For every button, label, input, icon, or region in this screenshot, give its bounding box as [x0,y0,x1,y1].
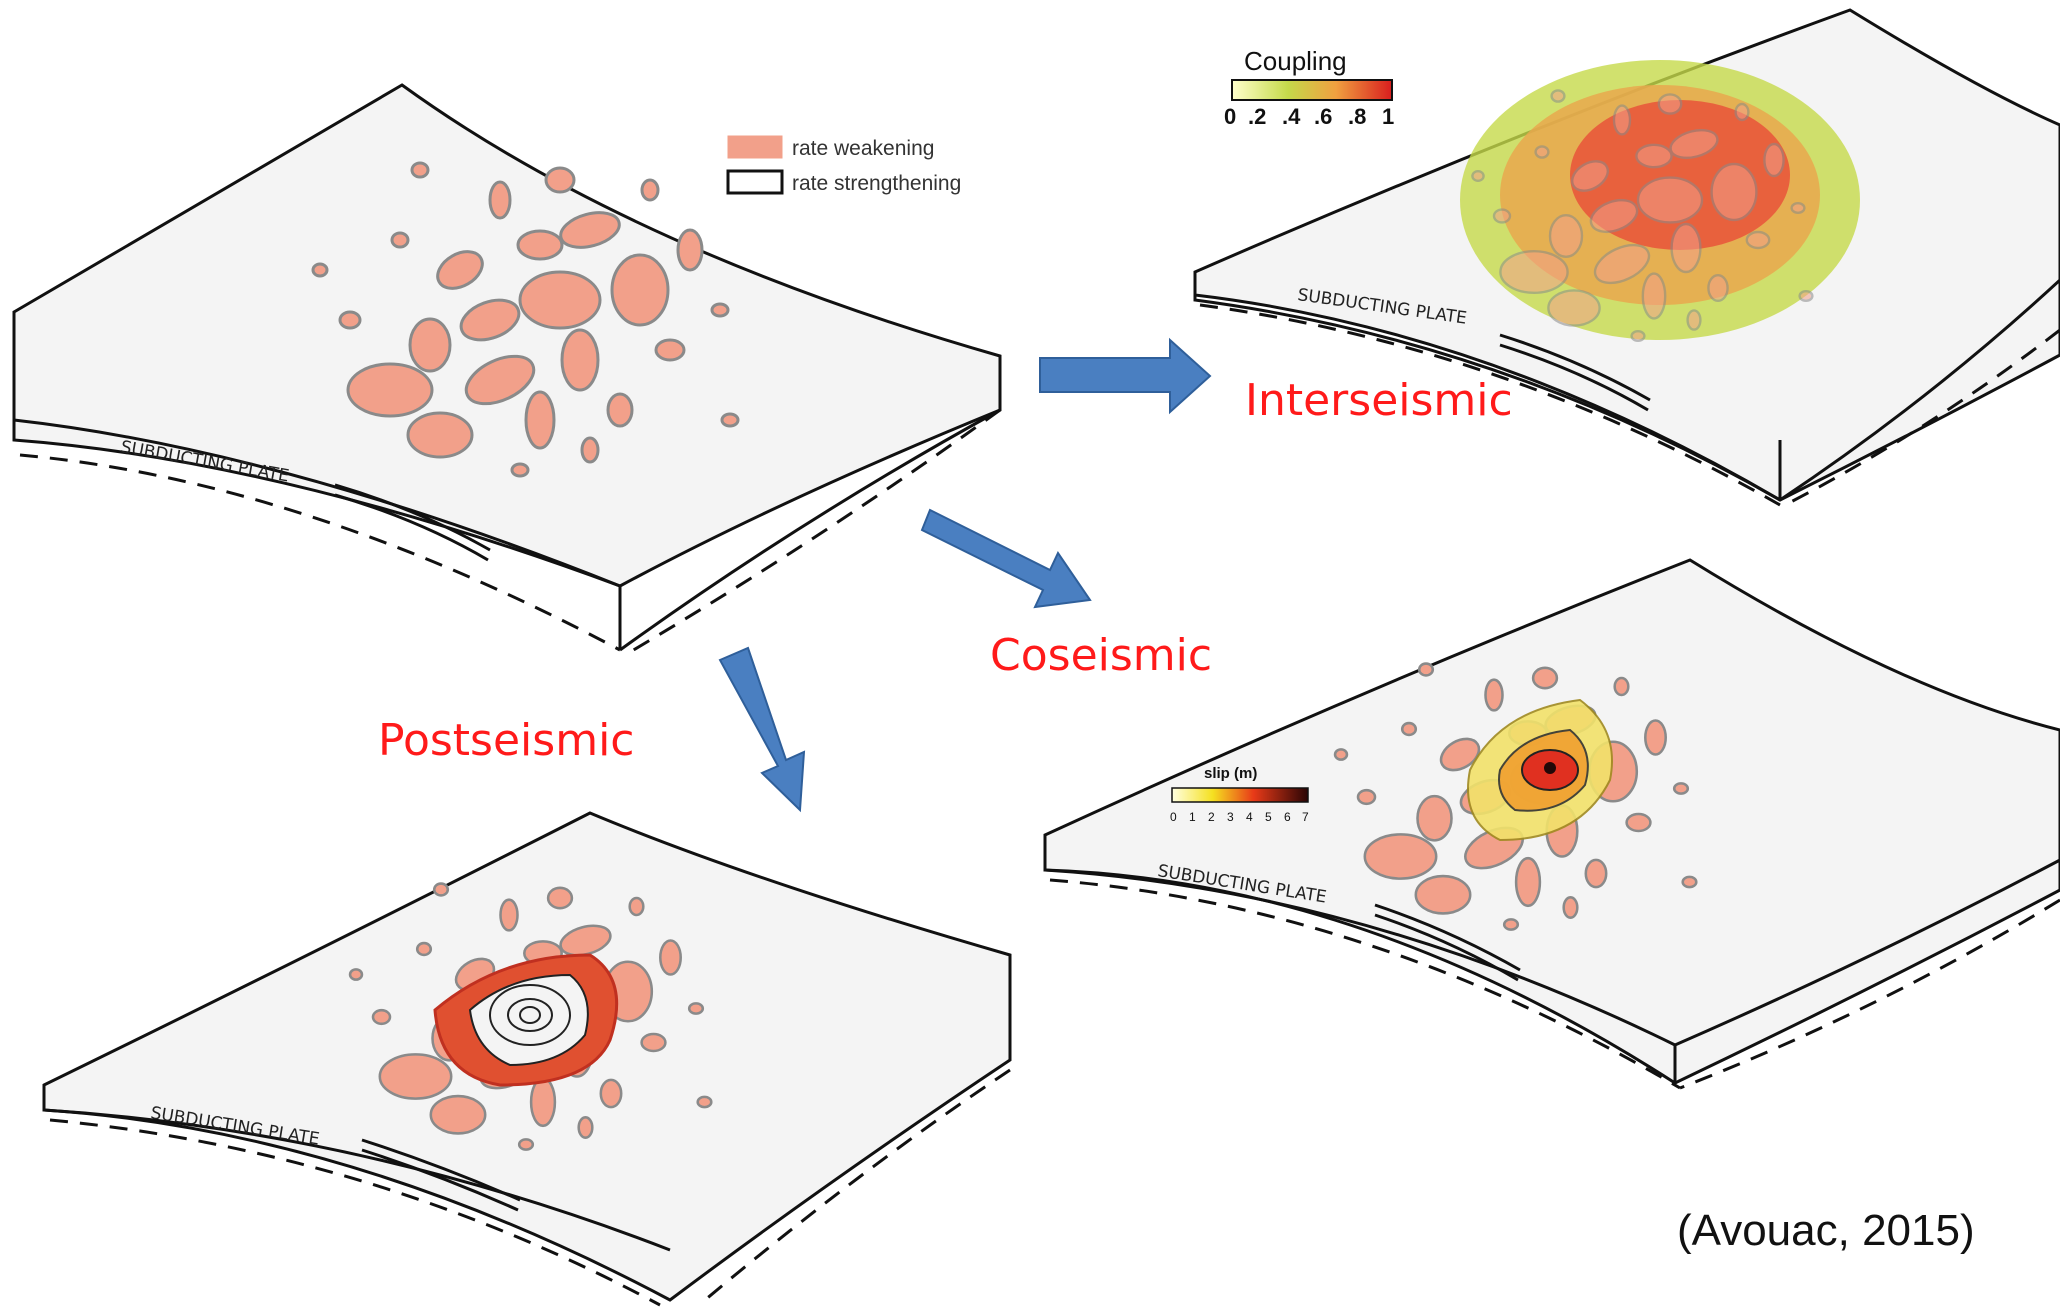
stage-label-postseismic: Postseismic [378,715,634,766]
slip-tick: 6 [1284,810,1291,824]
slip-tick: 4 [1246,810,1253,824]
slip-tick: 1 [1189,810,1196,824]
slip-tick: 7 [1302,810,1309,824]
postseismic-slip-map [433,953,619,1087]
coupling-colorbar: Coupling 0 .2 .4 .6 .8 1 [1224,46,1394,129]
stage-label-coseismic: Coseismic [990,630,1212,681]
legend-swatch-weakening [727,135,783,159]
slip-direction-arrow [1499,333,1651,402]
stage-label-interseismic: Interseismic [1245,375,1513,426]
coupling-tick: 0 [1224,104,1236,129]
slip-title: slip (m) [1204,765,1257,782]
coupling-tick: .6 [1314,104,1332,129]
transition-arrow-postseismic [718,646,806,813]
slip-tick: 0 [1170,810,1177,824]
slip-tick: 3 [1227,810,1234,824]
coupling-title: Coupling [1244,46,1347,76]
coseismic-slip-map [1467,698,1613,842]
coupling-tick: .2 [1248,104,1266,129]
slip-direction-arrow [361,1138,521,1202]
slip-tick: 2 [1208,810,1215,824]
fault-block-interseismic: SUBDUCTING PLATE Coupling 0 .2 .4 .6 .8 … [1193,8,2060,507]
fault-block-reference: SUBDUCTING PLATE [12,83,1002,657]
slip-direction-arrow [334,483,491,552]
citation: (Avouac, 2015) [1677,1206,1975,1255]
coupling-tick: .8 [1348,104,1366,129]
fault-block-coseismic: SUBDUCTING PLATE slip (m) 0 1 2 3 4 5 6 … [1043,558,2060,1090]
coupling-tick: 1 [1382,104,1394,129]
fault-block-postseismic: SUBDUCTING PLATE [42,811,1012,1307]
coupling-gradient-bar [1231,79,1393,101]
legend-swatch-strengthening [726,169,784,195]
transition-arrow-coseismic [920,508,1092,609]
legend-label-strengthening: rate strengthening [792,172,961,195]
legend: rate weakening rate strengthening [726,135,961,195]
slip-direction-arrow [1374,903,1521,972]
transition-arrow-interseismic [1039,337,1212,415]
slip-colorbar: slip (m) 0 1 2 3 4 5 6 7 [1170,765,1309,824]
plate-surface [12,83,1002,588]
slip-tick: 5 [1265,810,1272,824]
legend-label-weakening: rate weakening [792,137,934,160]
coupling-tick: .4 [1282,104,1301,129]
slip-gradient-bar [1171,787,1309,803]
